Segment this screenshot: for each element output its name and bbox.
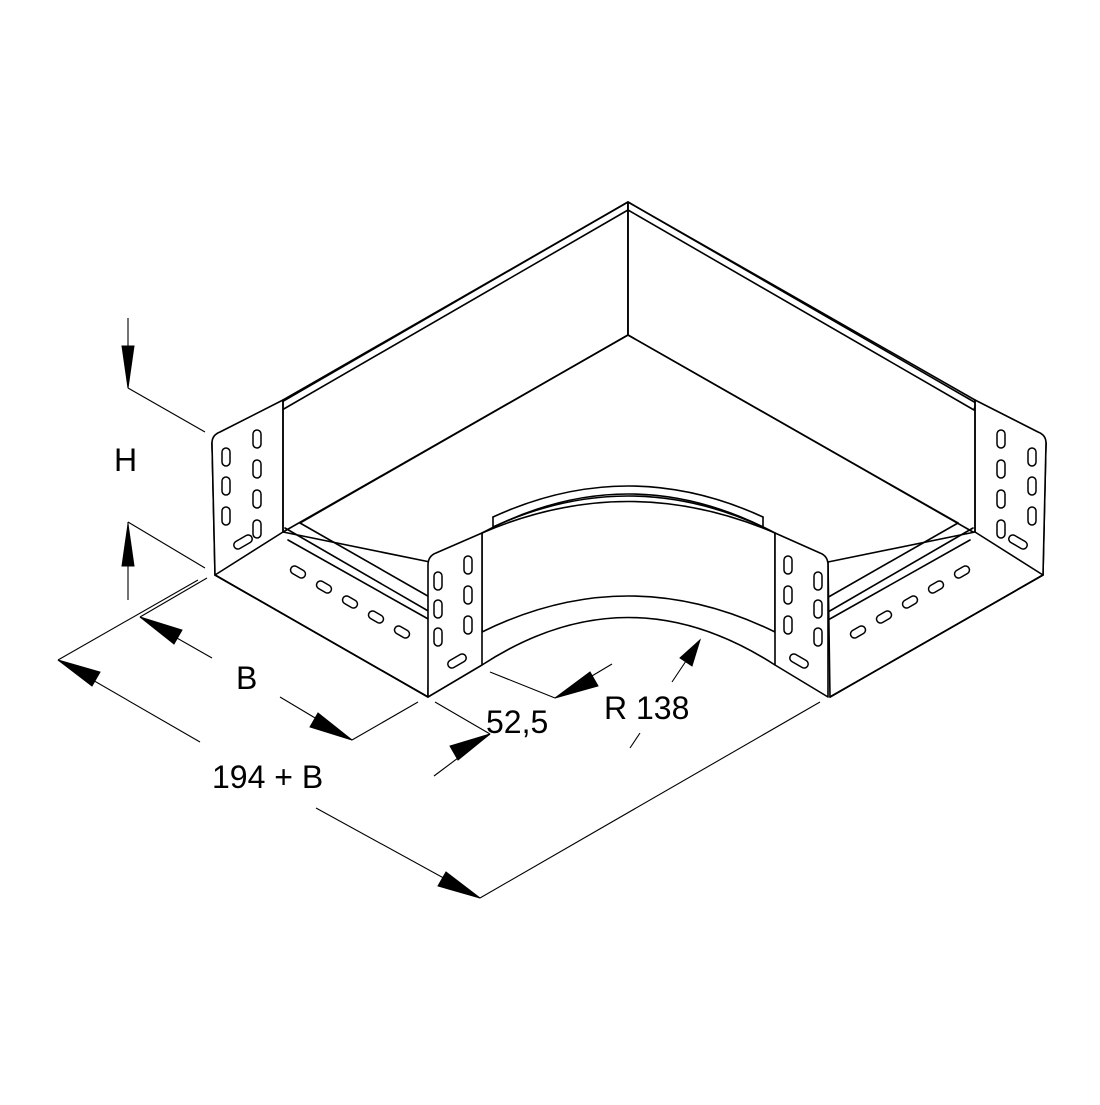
dimension-offset: 52,5 <box>433 663 613 777</box>
dimension-overall: 194 + B <box>57 579 821 899</box>
dimension-b: B <box>139 577 419 741</box>
dimension-radius: R 138 <box>604 638 702 749</box>
inner-curved-wall <box>481 485 776 666</box>
right-end-plate <box>974 399 1047 576</box>
dimension-h: H <box>114 318 206 600</box>
height-label: H <box>114 442 137 478</box>
bottom-edges <box>214 574 1044 698</box>
radius-label: R 138 <box>604 690 689 726</box>
left-end-plate <box>211 399 284 576</box>
width-label: B <box>236 660 257 696</box>
offset-label: 52,5 <box>486 704 548 740</box>
slots <box>221 429 1037 669</box>
tray-floor <box>299 334 959 524</box>
overall-label: 194 + B <box>212 759 323 795</box>
